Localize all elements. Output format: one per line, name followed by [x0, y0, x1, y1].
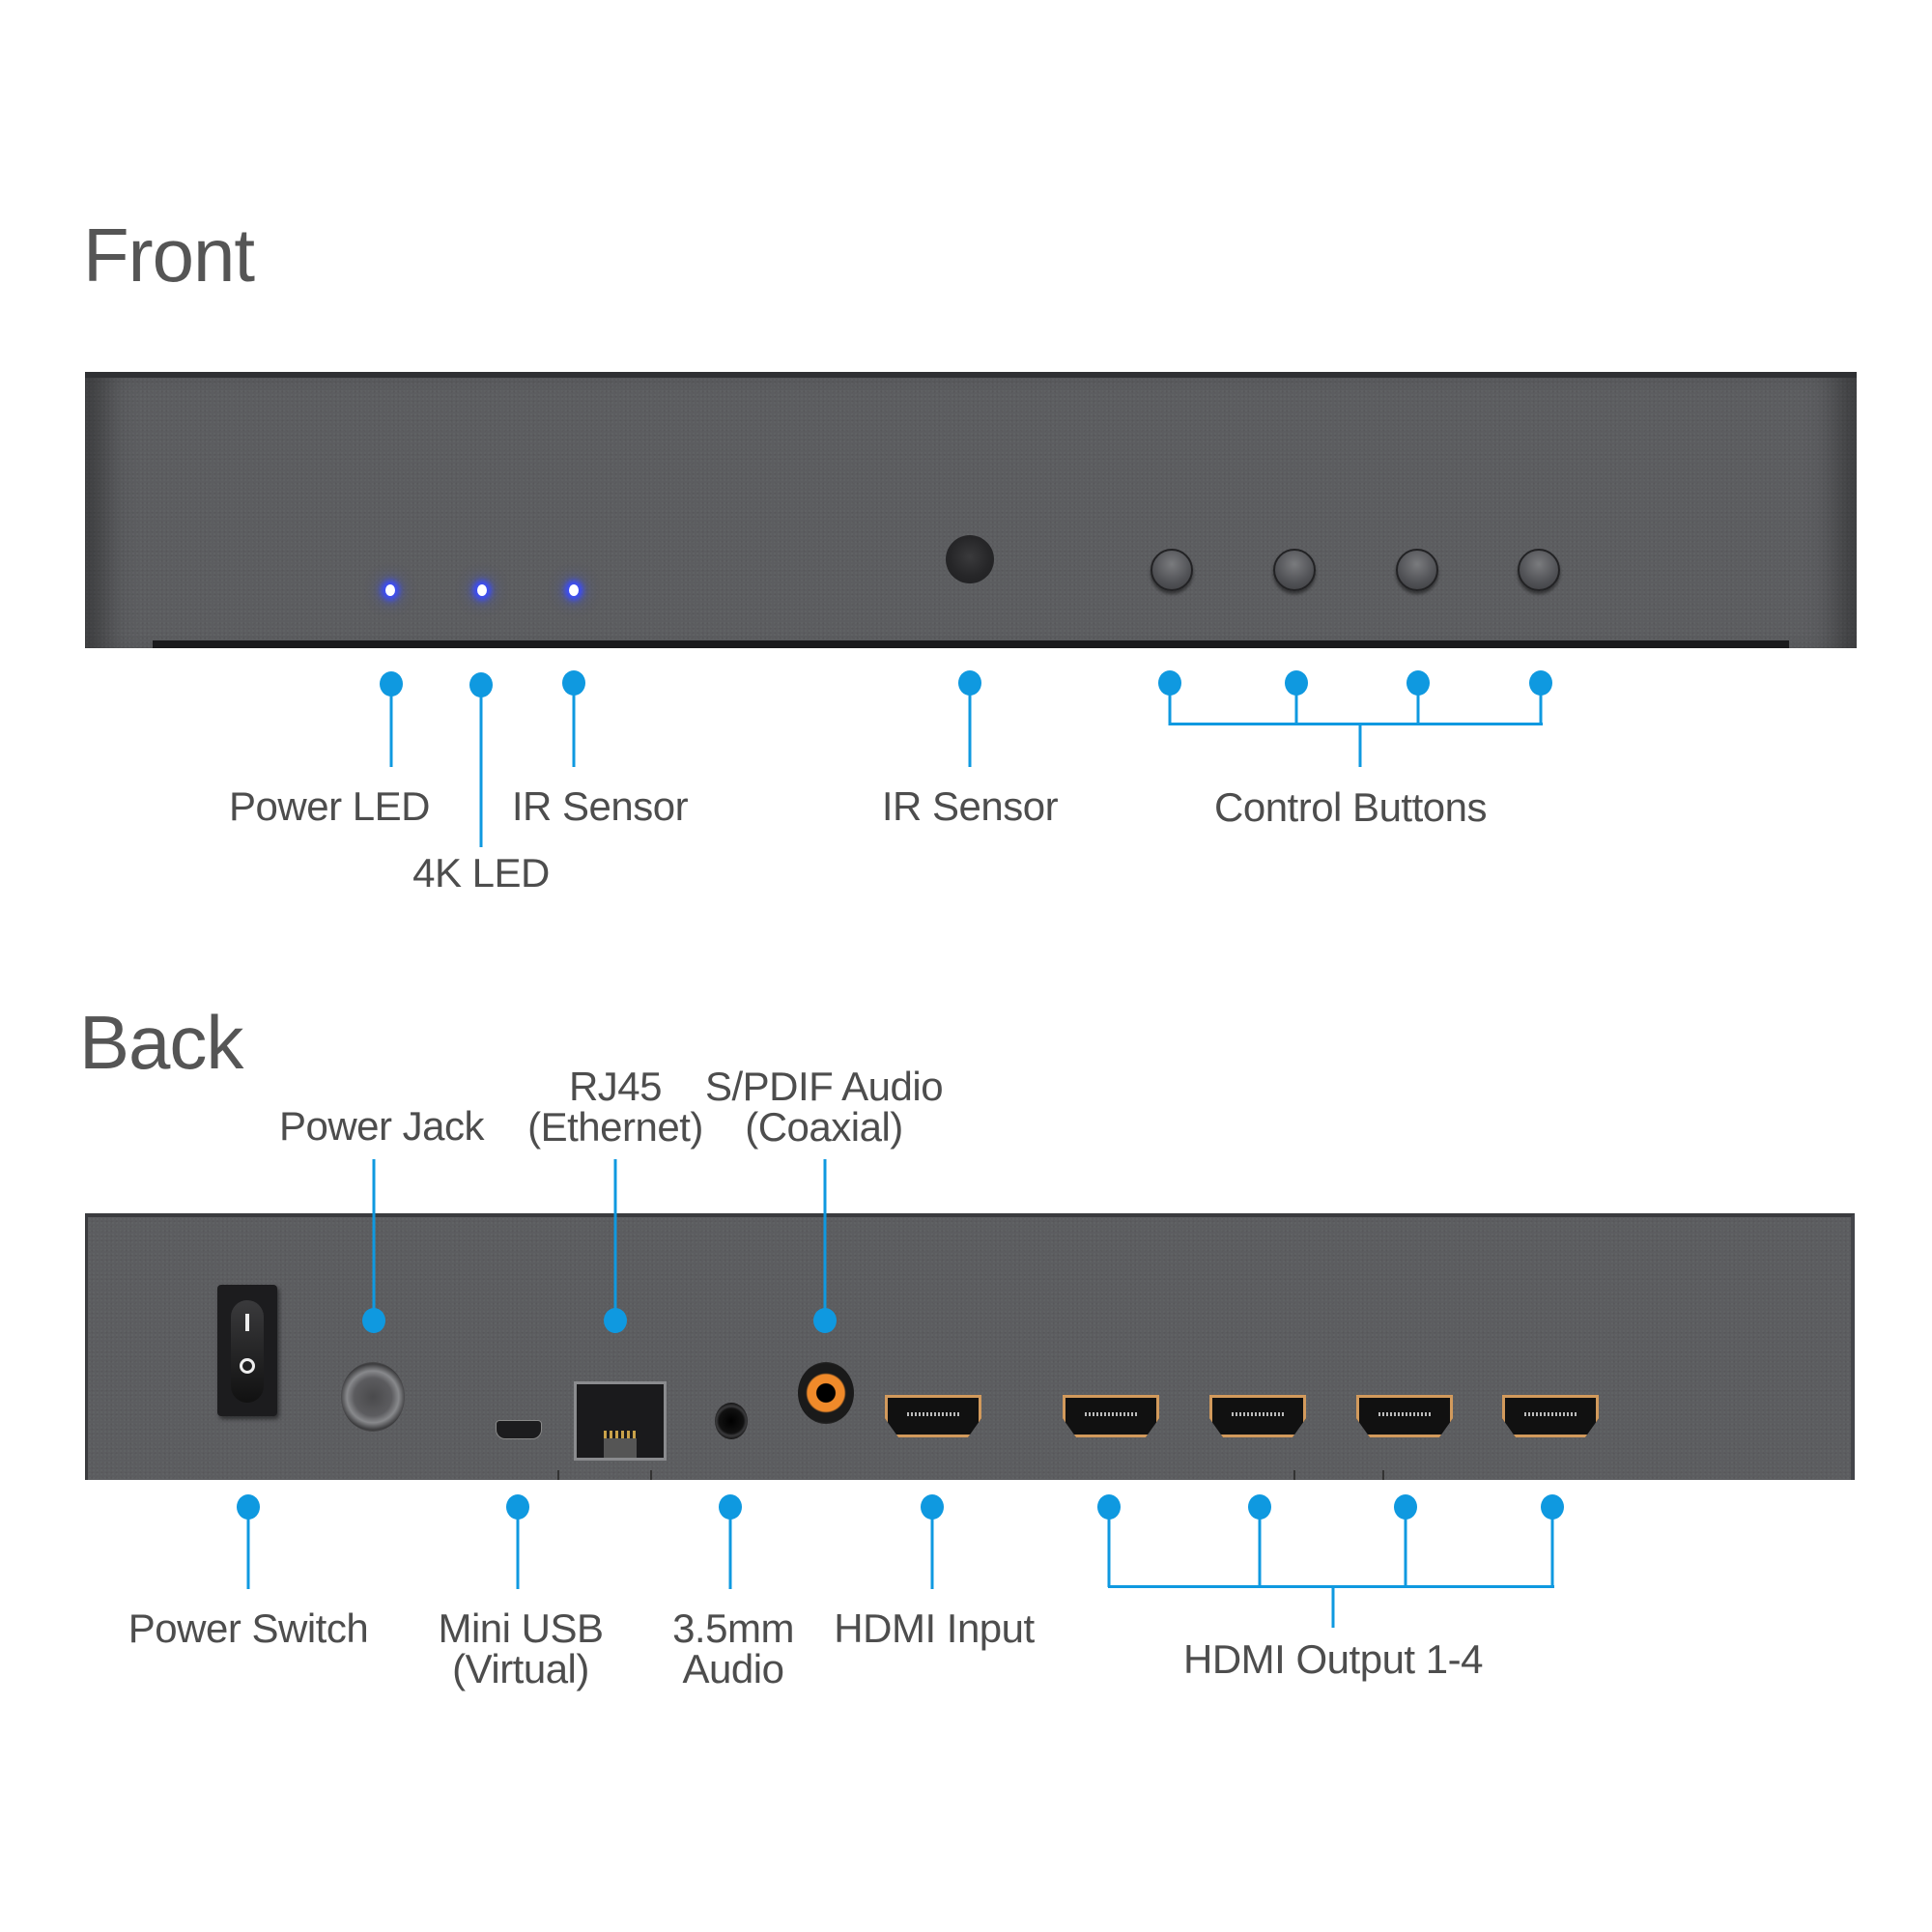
power-led-light	[385, 584, 395, 596]
ir-sensor-window	[946, 535, 994, 583]
label-hdmi-output: HDMI Output 1-4	[1183, 1636, 1483, 1682]
hdmi-output-port-2[interactable]	[1209, 1395, 1306, 1437]
callout-line-mini-usb	[516, 1507, 520, 1589]
power-on-mark-icon	[245, 1314, 249, 1331]
callout-line-audio-35	[728, 1507, 732, 1589]
hdmi-pins	[1232, 1412, 1284, 1416]
callout-dot-spdif	[813, 1308, 837, 1333]
control-button-1[interactable]	[1151, 549, 1193, 591]
callout-line-spdif	[823, 1159, 827, 1321]
power-jack-port[interactable]	[341, 1362, 405, 1432]
callout-line-button-1	[1168, 683, 1172, 725]
panel-seam	[1293, 1470, 1295, 1480]
label-audio-35-line2: Audio	[682, 1646, 784, 1691]
hdmi-output-port-1[interactable]	[1063, 1395, 1159, 1437]
label-ir-sensor-1: IR Sensor	[511, 783, 689, 829]
callout-line-power-led	[389, 684, 393, 767]
label-rj45-line2: (Ethernet)	[527, 1104, 703, 1150]
control-button-3[interactable]	[1396, 549, 1438, 591]
label-4k-led: 4K LED	[412, 850, 550, 895]
callout-line-power-switch	[246, 1507, 250, 1589]
callout-line-4k-led	[479, 685, 483, 847]
spdif-coaxial-port[interactable]	[798, 1362, 854, 1424]
callout-stem-buttons	[1358, 723, 1362, 767]
callout-bracket-hdmi-outputs	[1108, 1585, 1554, 1588]
callout-line-hdmi-output-1	[1107, 1507, 1111, 1587]
power-switch-rocker	[231, 1300, 264, 1403]
panel-seam	[557, 1470, 559, 1480]
callout-dot-power-jack	[362, 1308, 385, 1333]
label-spdif-line1: S/PDIF Audio	[704, 1064, 944, 1109]
callout-bracket-buttons	[1169, 723, 1543, 725]
label-control-buttons: Control Buttons	[1214, 784, 1488, 830]
label-audio-35-line1: 3.5mm	[672, 1605, 794, 1651]
rj45-ethernet-port[interactable]	[574, 1381, 667, 1461]
front-panel	[85, 372, 1857, 648]
hdmi-pins	[1378, 1412, 1431, 1416]
label-power-switch: Power Switch	[128, 1605, 369, 1651]
callout-stem-hdmi-outputs	[1331, 1585, 1335, 1628]
callout-line-button-4	[1539, 683, 1543, 725]
hdmi-output-port-3[interactable]	[1356, 1395, 1453, 1437]
front-section-title: Front	[83, 213, 255, 298]
power-off-mark-icon	[240, 1358, 255, 1374]
hdmi-pins	[1085, 1412, 1137, 1416]
callout-line-hdmi-output-2	[1258, 1507, 1262, 1587]
label-mini-usb-line2: (Virtual)	[452, 1646, 589, 1691]
mini-usb-port[interactable]	[496, 1420, 542, 1439]
control-button-2[interactable]	[1273, 549, 1316, 591]
callout-line-rj45	[613, 1159, 617, 1321]
callout-line-ir-sensor-1	[572, 683, 576, 767]
4k-led-light	[477, 584, 487, 596]
rj45-pins	[604, 1431, 637, 1438]
hdmi-output-port-4[interactable]	[1502, 1395, 1599, 1437]
callout-line-hdmi-input	[930, 1507, 934, 1589]
label-power-led: Power LED	[229, 783, 430, 829]
control-button-4[interactable]	[1518, 549, 1560, 591]
back-panel	[85, 1213, 1855, 1480]
power-switch[interactable]	[217, 1285, 277, 1416]
audio-3-5mm-port[interactable]	[715, 1403, 748, 1439]
label-power-jack: Power Jack	[278, 1103, 485, 1149]
hdmi-input-port[interactable]	[885, 1395, 981, 1437]
back-section-title: Back	[79, 1000, 243, 1085]
ir-led-light	[569, 584, 579, 596]
callout-line-ir-sensor-2	[968, 683, 972, 767]
hdmi-pins	[907, 1412, 959, 1416]
front-panel-lip	[153, 640, 1789, 648]
label-mini-usb-line1: Mini USB	[438, 1605, 604, 1651]
callout-line-hdmi-output-3	[1404, 1507, 1407, 1587]
label-rj45-line1: RJ45	[568, 1064, 663, 1109]
label-spdif-line2: (Coaxial)	[745, 1104, 903, 1150]
callout-line-power-jack	[372, 1159, 376, 1321]
callout-dot-rj45	[604, 1308, 627, 1333]
hdmi-pins	[1524, 1412, 1577, 1416]
rj45-tab	[604, 1438, 637, 1458]
callout-line-hdmi-output-4	[1550, 1507, 1554, 1587]
panel-seam	[1382, 1470, 1384, 1480]
callout-line-button-3	[1416, 683, 1420, 725]
label-ir-sensor-2: IR Sensor	[881, 783, 1059, 829]
callout-line-button-2	[1294, 683, 1298, 725]
label-hdmi-input: HDMI Input	[834, 1605, 1035, 1651]
panel-seam	[650, 1470, 652, 1480]
